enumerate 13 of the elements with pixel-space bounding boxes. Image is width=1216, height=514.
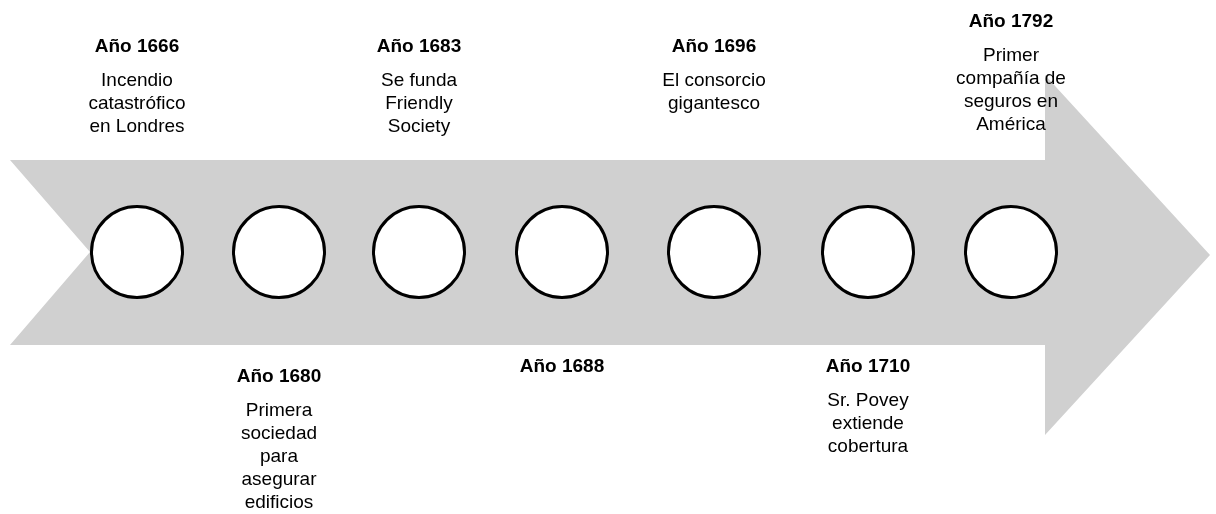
year-label: Año 1666 xyxy=(94,35,180,57)
event-description: Se funda Friendly Society xyxy=(379,68,459,137)
year-label: Año 1688 xyxy=(519,355,605,377)
event-description: Primera sociedad para asegurar edificios xyxy=(239,398,319,513)
year-label: Año 1680 xyxy=(236,365,322,387)
event-description: Incendio catastrófico en Londres xyxy=(87,68,187,137)
year-label: Año 1696 xyxy=(671,35,757,57)
year-label: Año 1710 xyxy=(825,355,911,377)
event-description: Primer compañía de seguros en América xyxy=(955,43,1067,135)
year-label: Año 1792 xyxy=(968,10,1054,32)
event-description: Sr. Povey extiende cobertura xyxy=(826,388,910,457)
event-description: El consorcio gigantesco xyxy=(661,68,767,114)
year-label: Año 1683 xyxy=(376,35,462,57)
